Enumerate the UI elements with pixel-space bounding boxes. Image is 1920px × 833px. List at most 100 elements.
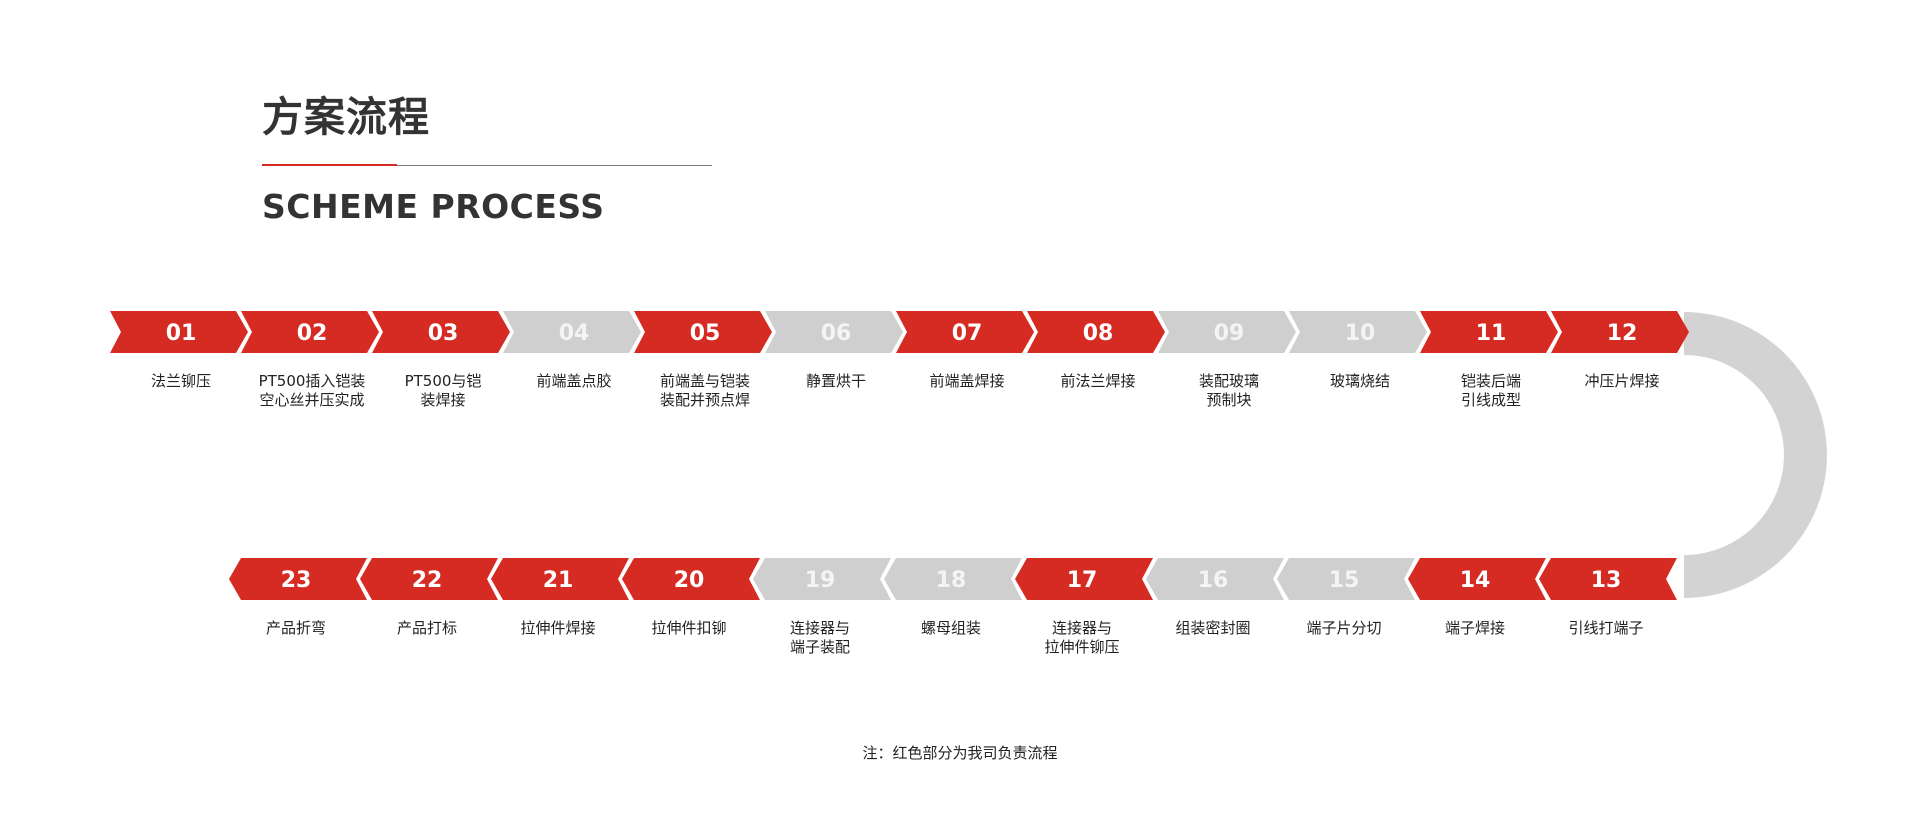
step-label-01: 法兰铆压 <box>150 372 211 390</box>
title-divider <box>262 165 712 166</box>
step-arrow <box>360 558 498 600</box>
step-number: 06 <box>821 321 852 346</box>
step-label-11: 铠装后端 引线成型 <box>1460 372 1521 409</box>
step-label-18: 螺母组装 <box>920 619 981 637</box>
step-number: 15 <box>1329 568 1360 593</box>
step-label-02: PT500插入铠装 空心丝并压实成 <box>258 372 366 409</box>
step-label-10: 玻璃烧结 <box>1329 372 1390 390</box>
step-arrow <box>372 311 510 353</box>
step-label-21: 拉伸件焊接 <box>520 619 596 637</box>
process-step-15: 15 <box>1277 558 1415 600</box>
process-step-01: 01 <box>110 311 248 353</box>
step-number: 19 <box>805 568 836 593</box>
step-label-23: 产品折弯 <box>265 619 326 637</box>
process-step-08: 08 <box>1027 311 1165 353</box>
step-label-07: 前端盖焊接 <box>929 372 1005 390</box>
step-arrow <box>1277 558 1415 600</box>
process-step-10: 10 <box>1289 311 1427 353</box>
step-number: 23 <box>281 568 312 593</box>
process-step-04: 04 <box>503 311 641 353</box>
step-label-19: 连接器与 端子装配 <box>789 619 850 656</box>
step-label-04: 前端盖点胶 <box>536 372 612 390</box>
step-arrow <box>241 311 379 353</box>
step-label-16: 组装密封圈 <box>1175 619 1251 637</box>
step-number: 12 <box>1607 321 1638 346</box>
step-label-09: 装配玻璃 预制块 <box>1198 372 1259 409</box>
process-step-19: 19 <box>753 558 891 600</box>
process-step-09: 09 <box>1158 311 1296 353</box>
step-number: 05 <box>690 321 721 346</box>
step-number: 01 <box>166 321 197 346</box>
step-number: 09 <box>1214 321 1245 346</box>
step-arrow <box>884 558 1022 600</box>
step-number: 11 <box>1476 321 1507 346</box>
step-number: 03 <box>428 321 459 346</box>
process-step-22: 22 <box>360 558 498 600</box>
process-step-20: 20 <box>622 558 760 600</box>
step-arrow <box>229 558 367 600</box>
step-arrow <box>896 311 1034 353</box>
process-step-13: 13 <box>1539 558 1677 600</box>
step-number: 22 <box>412 568 443 593</box>
step-label-13: 引线打端子 <box>1568 619 1644 637</box>
step-arrow <box>503 311 641 353</box>
step-arrow <box>753 558 891 600</box>
step-number: 20 <box>674 568 705 593</box>
step-arrow <box>1146 558 1284 600</box>
process-step-05: 05 <box>634 311 772 353</box>
step-arrow <box>1408 558 1546 600</box>
step-label-08: 前法兰焊接 <box>1060 372 1136 390</box>
step-arrow <box>491 558 629 600</box>
step-arrow <box>634 311 772 353</box>
process-step-16: 16 <box>1146 558 1284 600</box>
step-arrow <box>765 311 903 353</box>
process-step-06: 06 <box>765 311 903 353</box>
step-arrow <box>1420 311 1558 353</box>
page-subtitle: SCHEME PROCESS <box>262 187 605 226</box>
step-label-05: 前端盖与铠装 装配并预点焊 <box>659 372 750 409</box>
u-turn-connector <box>1684 312 1827 598</box>
step-arrow <box>110 311 248 353</box>
step-label-06: 静置烘干 <box>805 372 866 390</box>
process-step-14: 14 <box>1408 558 1546 600</box>
process-step-18: 18 <box>884 558 1022 600</box>
title-divider-accent <box>262 164 397 166</box>
step-number: 14 <box>1460 568 1491 593</box>
process-step-17: 17 <box>1015 558 1153 600</box>
step-arrow <box>1027 311 1165 353</box>
step-arrow <box>1551 311 1689 353</box>
process-step-21: 21 <box>491 558 629 600</box>
step-label-03: PT500与铠 装焊接 <box>404 372 482 409</box>
step-arrow <box>622 558 760 600</box>
step-label-15: 端子片分切 <box>1306 619 1382 637</box>
process-step-02: 02 <box>241 311 379 353</box>
step-label-20: 拉伸件扣铆 <box>651 619 727 637</box>
step-number: 04 <box>559 321 590 346</box>
step-arrow <box>1539 558 1677 600</box>
step-number: 18 <box>936 568 967 593</box>
step-number: 10 <box>1345 321 1376 346</box>
process-step-11: 11 <box>1420 311 1558 353</box>
process-step-03: 03 <box>372 311 510 353</box>
step-number: 13 <box>1591 568 1622 593</box>
step-arrow <box>1289 311 1427 353</box>
step-label-12: 冲压片焊接 <box>1584 372 1660 390</box>
step-number: 17 <box>1067 568 1098 593</box>
step-number: 08 <box>1083 321 1114 346</box>
process-step-23: 23 <box>229 558 367 600</box>
step-label-14: 端子焊接 <box>1444 619 1505 637</box>
step-number: 21 <box>543 568 574 593</box>
step-label-17: 连接器与 拉伸件铆压 <box>1044 619 1120 656</box>
step-number: 02 <box>297 321 328 346</box>
step-number: 07 <box>952 321 983 346</box>
step-arrow <box>1015 558 1153 600</box>
footnote: 注：红色部分为我司负责流程 <box>862 744 1058 762</box>
step-arrow <box>1158 311 1296 353</box>
page-title: 方案流程 <box>262 93 430 141</box>
process-step-07: 07 <box>896 311 1034 353</box>
step-label-22: 产品打标 <box>396 619 457 637</box>
step-number: 16 <box>1198 568 1229 593</box>
process-step-12: 12 <box>1551 311 1689 353</box>
